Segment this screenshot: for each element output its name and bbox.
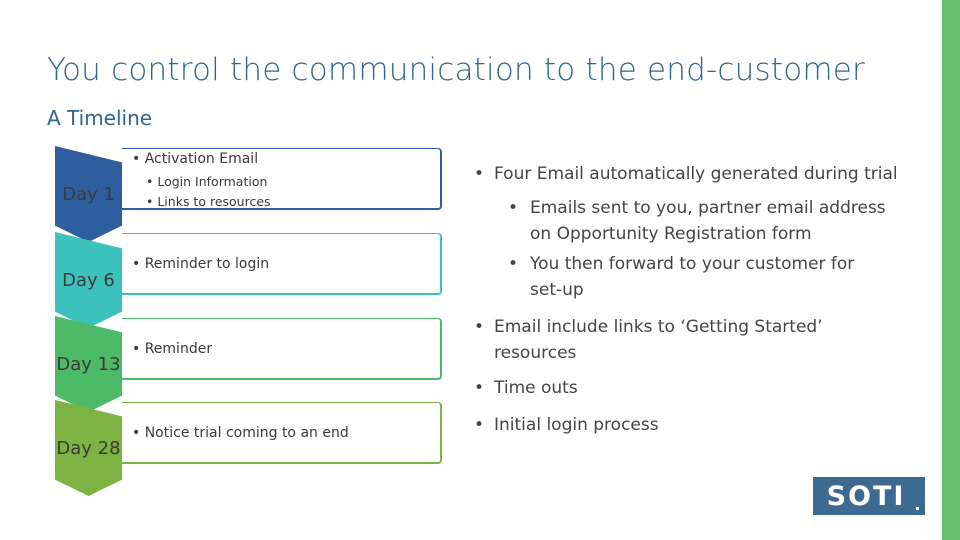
timeline-item-main: • Reminder to login — [132, 256, 270, 272]
accent-bar — [942, 0, 960, 540]
timeline-item-main: • Activation Email — [132, 151, 259, 167]
note-bullet-getting-started: • Email include links to ‘Getting Starte… — [474, 314, 854, 366]
timeline-chevron-day-1: Day 1 — [55, 146, 122, 242]
note-sub-bullet-emails-sent: • Emails sent to you, partner email addr… — [508, 195, 910, 247]
timeline-chevron-day-6: Day 6 — [55, 232, 122, 328]
note-bullet-emails: • Four Email automatically generated dur… — [474, 164, 898, 184]
day-label: Day 6 — [62, 270, 115, 291]
note-text: Emails sent to you, partner email addres… — [530, 198, 886, 244]
bullet-glyph: • — [474, 415, 485, 435]
timeline-item-main: • Notice trial coming to an end — [132, 425, 349, 441]
timeline-item-main: • Reminder — [132, 341, 213, 357]
timeline-box-day-28: • Notice trial coming to an end — [122, 402, 442, 464]
timeline-chevron-day-13: Day 13 — [55, 316, 122, 412]
day-label: Day 13 — [56, 354, 121, 375]
timeline-box-day-6: • Reminder to login — [122, 233, 442, 295]
bullet-glyph: • — [474, 317, 485, 337]
timeline-box-day-1: • Activation Email • Login Information •… — [122, 148, 442, 210]
day-label: Day 28 — [56, 438, 121, 459]
note-text: Four Email automatically generated durin… — [494, 164, 898, 184]
note-text: Initial login process — [494, 415, 659, 435]
logo-text: SOTI — [826, 481, 906, 512]
slide-subtitle: A Timeline — [47, 106, 153, 130]
timeline-item-sub: • Login Information — [146, 174, 268, 189]
slide-title: You control the communication to the end… — [47, 52, 865, 88]
bullet-glyph: • — [474, 164, 485, 184]
bullet-glyph: • — [508, 254, 519, 274]
timeline-chevron-day-28: Day 28 — [55, 400, 122, 496]
note-sub-bullet-forward: • You then forward to your customer for … — [508, 251, 890, 303]
note-text: You then forward to your customer for se… — [530, 254, 855, 300]
logo-dot — [916, 507, 919, 510]
day-label: Day 1 — [62, 184, 115, 205]
note-text: Email include links to ‘Getting Started’… — [494, 317, 823, 363]
soti-logo: SOTI — [813, 477, 925, 515]
timeline-item-sub: • Links to resources — [146, 194, 271, 209]
note-bullet-time-outs: • Time outs — [474, 378, 578, 398]
bullet-glyph: • — [474, 378, 485, 398]
note-bullet-initial-login: • Initial login process — [474, 415, 659, 435]
bullet-glyph: • — [508, 198, 519, 218]
timeline-box-day-13: • Reminder — [122, 318, 442, 380]
note-text: Time outs — [494, 378, 578, 398]
